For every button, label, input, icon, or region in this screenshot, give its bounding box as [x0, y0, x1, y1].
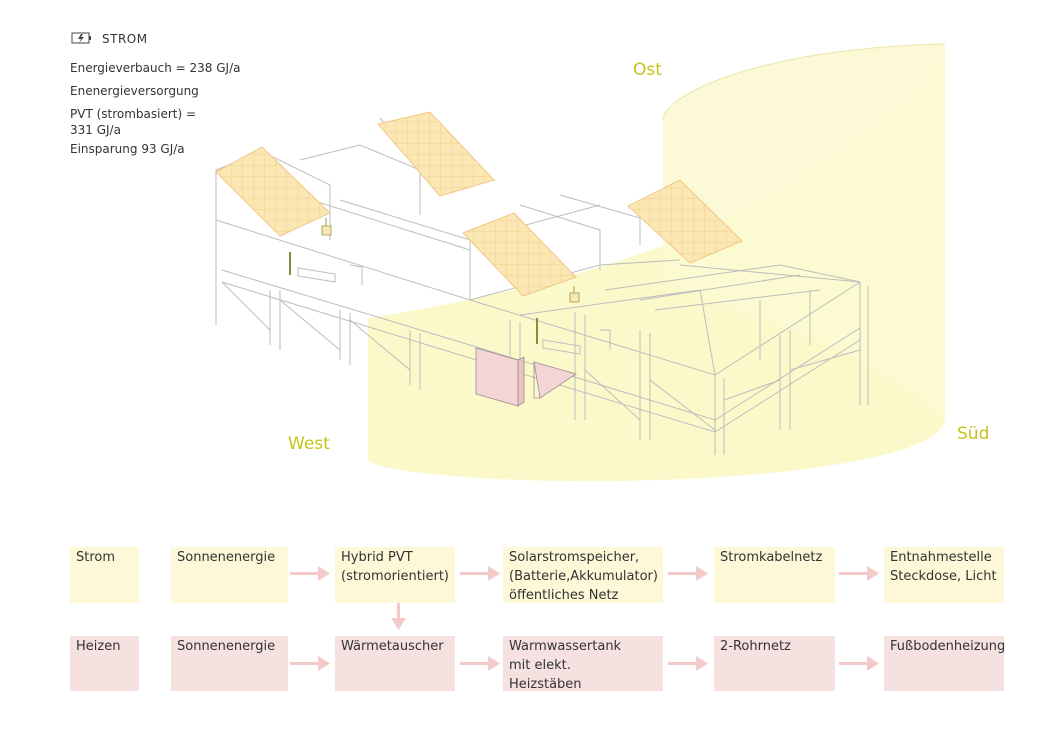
- arrow-right: [290, 566, 330, 581]
- energy-savings: Einsparung 93 GJ/a: [70, 142, 185, 156]
- flow-step: Wärmetauscher: [335, 636, 455, 691]
- flow-step: 2-Rohrnetz: [714, 636, 835, 691]
- compass-south-label: Süd: [957, 424, 990, 444]
- pvt-panels: [215, 111, 743, 297]
- storage-units: [475, 347, 577, 407]
- arrow-right: [460, 656, 500, 671]
- battery-bolt-icon: [71, 32, 91, 44]
- energy-supply-heading: Enenergieversorgung: [70, 84, 199, 98]
- flow-step: Entnahmestelle Steckdose, Licht: [884, 547, 1004, 603]
- row-label-electric: Strom: [70, 547, 139, 603]
- arrow-right: [668, 656, 708, 671]
- arrow-right: [460, 566, 500, 581]
- flow-step: Warmwassertank mit elekt. Heizstäben: [503, 636, 663, 692]
- flow-step: Stromkabelnetz: [714, 547, 835, 603]
- compass-east-label: Ost: [633, 60, 662, 80]
- flow-step: Hybrid PVT (stromorientiert): [335, 547, 455, 603]
- flow-step: Solarstromspeicher, (Batterie,Akkumulato…: [503, 547, 663, 603]
- arrow-right: [290, 656, 330, 671]
- building-structure: [215, 117, 869, 455]
- inverter-units: [289, 218, 580, 344]
- sun-path-cylinder: [368, 43, 946, 482]
- row-label-heat: Heizen: [70, 636, 139, 691]
- flow-step: Sonnenenergie: [171, 636, 288, 691]
- legend-title: STROM: [102, 32, 148, 46]
- arrow-right: [668, 566, 708, 581]
- energy-consumption: Energieverbauch = 238 GJ/a: [70, 61, 241, 75]
- flow-arrows: [290, 566, 879, 671]
- arrow-down: [391, 603, 406, 630]
- pvt-yield: PVT (strombasiert) = 331 GJ/a: [70, 107, 197, 137]
- flow-step: Sonnenenergie: [171, 547, 288, 603]
- arrow-right: [839, 656, 879, 671]
- compass-west-label: West: [288, 434, 330, 454]
- arrow-right: [839, 566, 879, 581]
- flow-step: Fußbodenheizung: [884, 636, 1005, 691]
